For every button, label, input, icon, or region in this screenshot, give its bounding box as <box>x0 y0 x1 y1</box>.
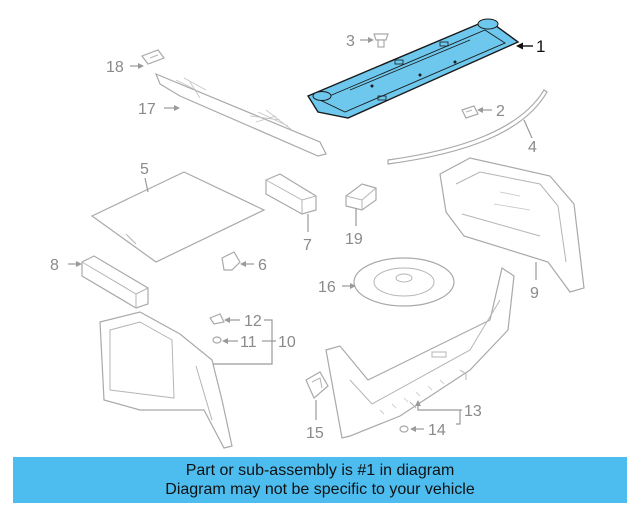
part-3-clip <box>373 33 389 48</box>
callout-12: 12 <box>244 313 262 330</box>
callout-16: 16 <box>318 279 336 296</box>
callout-19: 19 <box>345 231 363 248</box>
part-7-block <box>265 173 317 215</box>
callout-5: 5 <box>140 161 149 178</box>
callout-8: 8 <box>50 257 59 274</box>
callout-10: 10 <box>278 334 296 351</box>
part-15-clip <box>305 371 329 399</box>
part-9-quarter-trim <box>439 157 585 293</box>
callout-14: 14 <box>428 422 446 439</box>
info-banner: Part or sub-assembly is #1 in diagram Di… <box>13 457 627 503</box>
part-16-wheel-cover <box>353 257 455 307</box>
lower-left-trim-panel <box>99 311 233 449</box>
callout-4: 4 <box>528 139 537 156</box>
part-12-clip <box>209 313 225 325</box>
part-11-clip <box>212 336 222 344</box>
callout-13: 13 <box>464 403 482 420</box>
callout-7: 7 <box>303 237 312 254</box>
part-18-clip <box>141 49 165 65</box>
banner-line-1: Part or sub-assembly is #1 in diagram <box>185 462 455 479</box>
part-1-package-tray[interactable] <box>306 18 520 119</box>
callout-17: 17 <box>138 101 156 118</box>
part-5-floor-mat <box>90 171 266 263</box>
parts-diagram: 1 3 2 4 18 17 5 7 <box>50 18 585 449</box>
callout-9: 9 <box>530 285 539 302</box>
callout-15: 15 <box>306 425 324 442</box>
callout-1: 1 <box>536 37 545 56</box>
callout-3: 3 <box>346 33 355 50</box>
banner-line-2: Diagram may not be specific to your vehi… <box>165 481 475 498</box>
callout-11: 11 <box>240 334 257 351</box>
part-17-side-trim <box>154 72 327 157</box>
part-4-strip <box>387 89 548 165</box>
part-19-bracket <box>345 183 377 211</box>
part-14-clip <box>399 425 409 433</box>
part-2-bracket <box>461 105 479 119</box>
callout-6: 6 <box>258 257 267 274</box>
callout-2: 2 <box>496 103 505 120</box>
part-6-clip <box>221 251 241 271</box>
callout-18: 18 <box>106 59 124 76</box>
part-8-block <box>81 255 149 309</box>
rear-scuff-plate <box>325 267 515 439</box>
